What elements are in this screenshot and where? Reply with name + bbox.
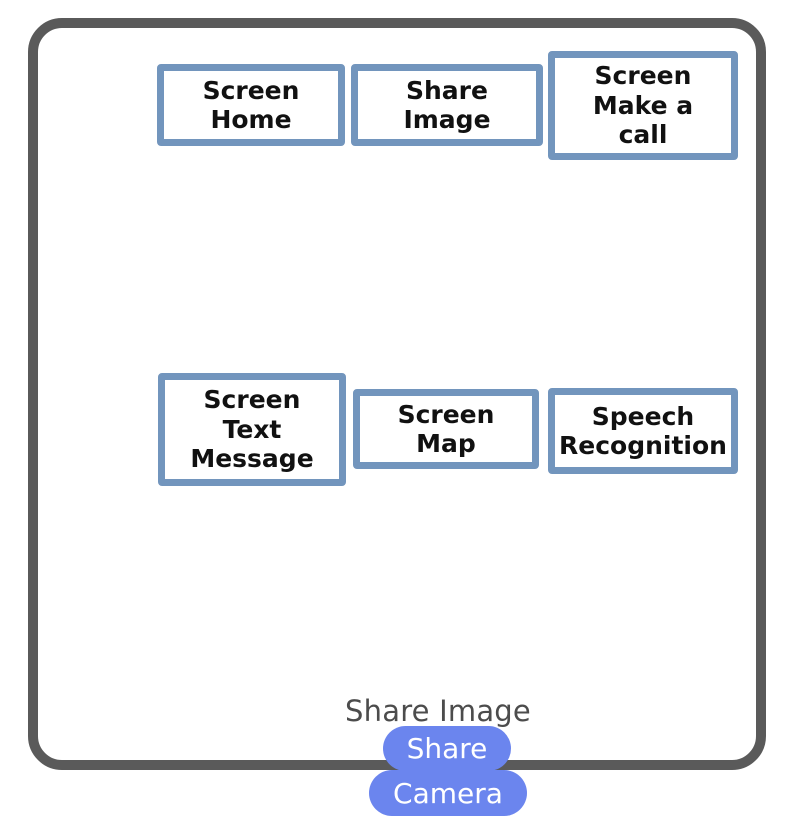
camera-button[interactable]: Camera [369, 770, 527, 816]
screen-box-screen-map[interactable]: Screen Map [353, 389, 539, 469]
screen-box-speech-recognition[interactable]: Speech Recognition [548, 388, 738, 474]
screen-box-screen-text-message[interactable]: Screen Text Message [158, 373, 346, 486]
screen-box-label: Share Image [403, 75, 491, 135]
share-button[interactable]: Share [383, 726, 511, 771]
screen-box-label: Speech Recognition [559, 401, 727, 461]
camera-button-label: Camera [393, 776, 503, 810]
screen-box-label: Screen Make a call [592, 61, 694, 150]
device-frame: Screen Home Share Image Screen Make a ca… [28, 18, 766, 816]
screen-box-share-image[interactable]: Share Image [351, 64, 543, 146]
screen-box-label: Screen Home [202, 75, 300, 135]
share-sheet-title: Share Image [345, 694, 531, 728]
screen-box-label: Screen Text Message [190, 385, 314, 474]
screen-box-label: Screen Map [397, 399, 495, 459]
screen-box-screen-make-a-call[interactable]: Screen Make a call [548, 51, 738, 160]
screen-box-screen-home[interactable]: Screen Home [157, 64, 345, 146]
share-button-label: Share [406, 732, 488, 765]
